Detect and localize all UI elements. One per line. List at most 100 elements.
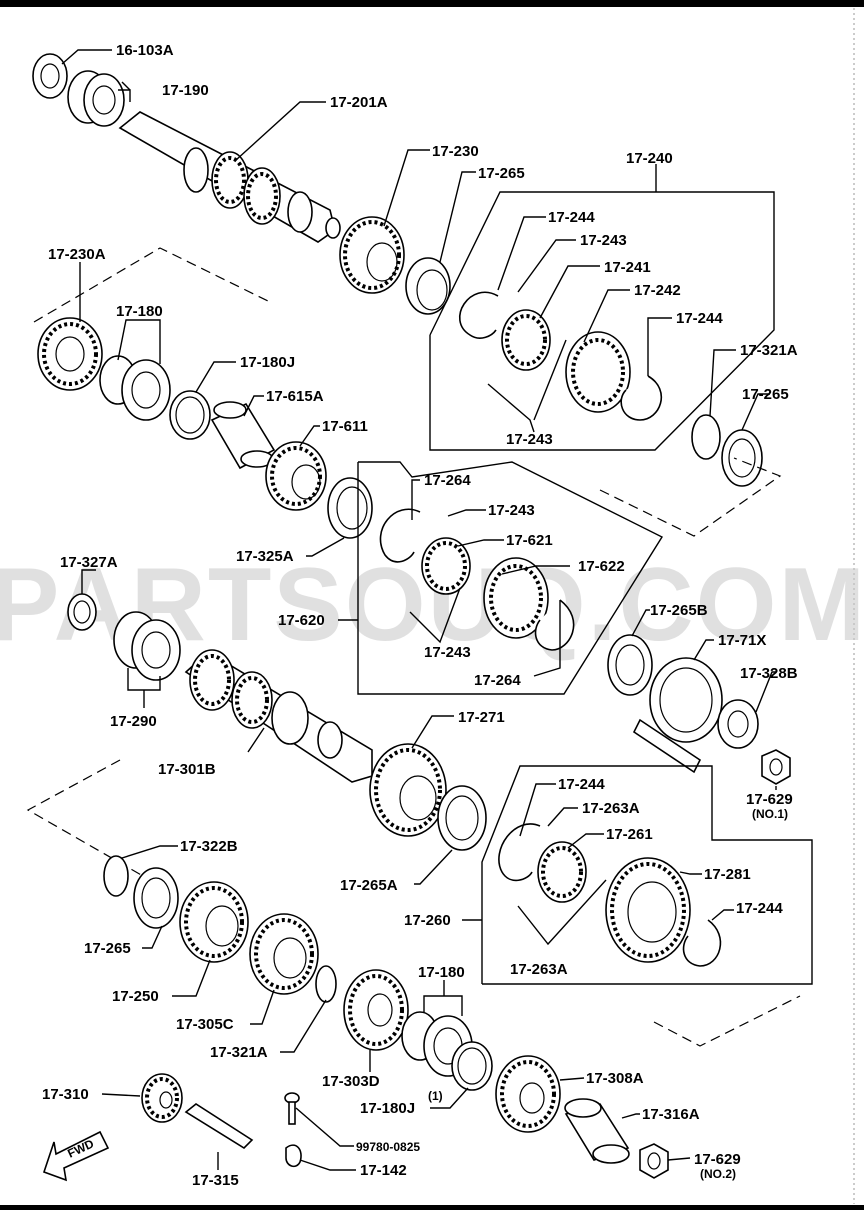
label-17-629-no2[interactable]: 17-629: [694, 1151, 741, 1168]
part-17-244-snap-ring-c[interactable]: [498, 823, 541, 882]
label-17-303D[interactable]: 17-303D: [322, 1073, 380, 1090]
label-17-301B[interactable]: 17-301B: [158, 761, 216, 778]
label-17-180J-top[interactable]: 17-180J: [240, 354, 295, 371]
part-17-71X-housing[interactable]: [632, 657, 723, 774]
part-17-316A-bushing[interactable]: [564, 1098, 630, 1164]
label-17-190[interactable]: 17-190: [162, 82, 209, 99]
part-17-180-bearing[interactable]: [99, 355, 171, 421]
label-17-180-bottom[interactable]: 17-180: [418, 964, 465, 981]
part-17-180J-ring-bottom[interactable]: [451, 1041, 493, 1091]
label-17-281[interactable]: 17-281: [704, 866, 751, 883]
label-17-321A-top[interactable]: 17-321A: [740, 342, 798, 359]
label-17-328B[interactable]: 17-328B: [740, 665, 798, 682]
label-17-264-a[interactable]: 17-264: [424, 472, 471, 489]
part-99780-0825-bolt[interactable]: [284, 1092, 300, 1125]
label-17-250[interactable]: 17-250: [112, 988, 159, 1005]
label-17-243-d[interactable]: 17-243: [424, 644, 471, 661]
part-17-629-no2-nut[interactable]: [639, 1143, 669, 1179]
part-17-301B-countershaft[interactable]: [184, 649, 373, 783]
label-17-243-b[interactable]: 17-243: [506, 431, 553, 448]
label-17-305C[interactable]: 17-305C: [176, 1016, 234, 1033]
part-17-321A-snap-ring-bottom[interactable]: [315, 965, 337, 1003]
label-17-322B[interactable]: 17-322B: [180, 838, 238, 855]
part-17-315-idler-shaft[interactable]: [184, 1103, 254, 1150]
label-17-244-b[interactable]: 17-244: [676, 310, 723, 327]
part-17-308A-gear[interactable]: [495, 1055, 561, 1133]
part-17-265-synchro-ring-right[interactable]: [721, 429, 763, 487]
part-17-201A-input-shaft[interactable]: [118, 111, 341, 243]
label-17-244-c[interactable]: 17-244: [558, 776, 605, 793]
part-17-310-reverse-idler-gear[interactable]: [141, 1073, 183, 1123]
part-17-265-synchro-ring-bottom[interactable]: [133, 867, 179, 929]
label-17-230A[interactable]: 17-230A: [48, 246, 106, 263]
label-17-243-a[interactable]: 17-243: [580, 232, 627, 249]
part-17-321A-snap-ring[interactable]: [691, 414, 721, 460]
label-17-230[interactable]: 17-230: [432, 143, 479, 160]
part-17-230A-gear[interactable]: [37, 317, 103, 391]
part-17-271-gear[interactable]: [369, 743, 447, 837]
part-17-611-gear[interactable]: [265, 441, 327, 511]
label-17-265-right[interactable]: 17-265: [742, 386, 789, 403]
label-17-180-top[interactable]: 17-180: [116, 303, 163, 320]
label-17-265B[interactable]: 17-265B: [650, 602, 708, 619]
label-17-201A[interactable]: 17-201A: [330, 94, 388, 111]
part-17-303D-gear[interactable]: [343, 969, 409, 1051]
label-17-263A-a[interactable]: 17-263A: [582, 800, 640, 817]
label-17-325A[interactable]: 17-325A: [236, 548, 294, 565]
part-17-622-sleeve[interactable]: [483, 557, 549, 639]
label-17-315[interactable]: 17-315: [192, 1172, 239, 1189]
part-17-250-gear[interactable]: [179, 881, 249, 963]
part-17-142-clip[interactable]: [285, 1144, 302, 1168]
part-17-615A-bushing[interactable]: [210, 401, 276, 470]
label-17-242[interactable]: 17-242: [634, 282, 681, 299]
label-17-261[interactable]: 17-261: [606, 826, 653, 843]
label-17-622[interactable]: 17-622: [578, 558, 625, 575]
label-17-290[interactable]: 17-290: [110, 713, 157, 730]
part-17-244-snap-ring-a[interactable]: [458, 291, 499, 339]
part-17-265A-ring[interactable]: [437, 785, 487, 851]
part-17-265-synchro-ring[interactable]: [405, 257, 451, 315]
label-16-103A[interactable]: 16-103A: [116, 42, 174, 59]
label-17-241[interactable]: 17-241: [604, 259, 651, 276]
part-17-230-gear[interactable]: [339, 216, 405, 294]
part-17-322B-snap-ring[interactable]: [103, 855, 129, 897]
part-17-281-gear[interactable]: [605, 857, 691, 963]
part-17-241-hub[interactable]: [501, 309, 551, 371]
label-17-321A-bottom[interactable]: 17-321A: [210, 1044, 268, 1061]
label-17-180J-bottom[interactable]: 17-180J: [360, 1100, 415, 1117]
part-17-327A-ring[interactable]: [67, 593, 97, 631]
part-17-305C-gear[interactable]: [249, 913, 319, 995]
part-17-264-snap-ring-b[interactable]: [534, 599, 575, 651]
label-17-621[interactable]: 17-621: [506, 532, 553, 549]
label-17-142[interactable]: 17-142: [360, 1162, 407, 1179]
label-17-327A[interactable]: 17-327A: [60, 554, 118, 571]
label-17-615A[interactable]: 17-615A: [266, 388, 324, 405]
label-17-244-d[interactable]: 17-244: [736, 900, 783, 917]
part-17-621-hub[interactable]: [421, 537, 471, 595]
part-17-264-snap-ring-a[interactable]: [379, 508, 421, 563]
part-17-244-snap-ring-b[interactable]: [620, 375, 662, 421]
label-17-310[interactable]: 17-310: [42, 1086, 89, 1103]
part-17-325A-ring[interactable]: [327, 477, 373, 539]
label-17-265-bottom[interactable]: 17-265: [84, 940, 131, 957]
label-99780-0825[interactable]: 99780-0825: [356, 1140, 420, 1154]
label-17-611[interactable]: 17-611: [322, 418, 368, 435]
label-17-271[interactable]: 17-271: [458, 709, 505, 726]
label-17-243-c[interactable]: 17-243: [488, 502, 535, 519]
label-17-71X[interactable]: 17-71X: [718, 632, 766, 649]
label-17-263A-b[interactable]: 17-263A: [510, 961, 568, 978]
label-17-265A[interactable]: 17-265A: [340, 877, 398, 894]
label-17-308A[interactable]: 17-308A: [586, 1070, 644, 1087]
part-17-242-sleeve[interactable]: [565, 331, 631, 413]
label-17-264-b[interactable]: 17-264: [474, 672, 521, 689]
label-17-316A[interactable]: 17-316A: [642, 1106, 700, 1123]
part-17-629-no1-nut[interactable]: [761, 749, 791, 785]
label-17-240[interactable]: 17-240: [626, 150, 673, 167]
label-17-265-top[interactable]: 17-265: [478, 165, 525, 182]
label-17-629-no1[interactable]: 17-629: [746, 791, 793, 808]
label-17-244-a[interactable]: 17-244: [548, 209, 595, 226]
part-17-328B-nut[interactable]: [717, 699, 759, 749]
label-17-260[interactable]: 17-260: [404, 912, 451, 929]
part-17-244-snap-ring-d[interactable]: [682, 919, 722, 967]
part-17-180J-ring[interactable]: [169, 390, 211, 440]
